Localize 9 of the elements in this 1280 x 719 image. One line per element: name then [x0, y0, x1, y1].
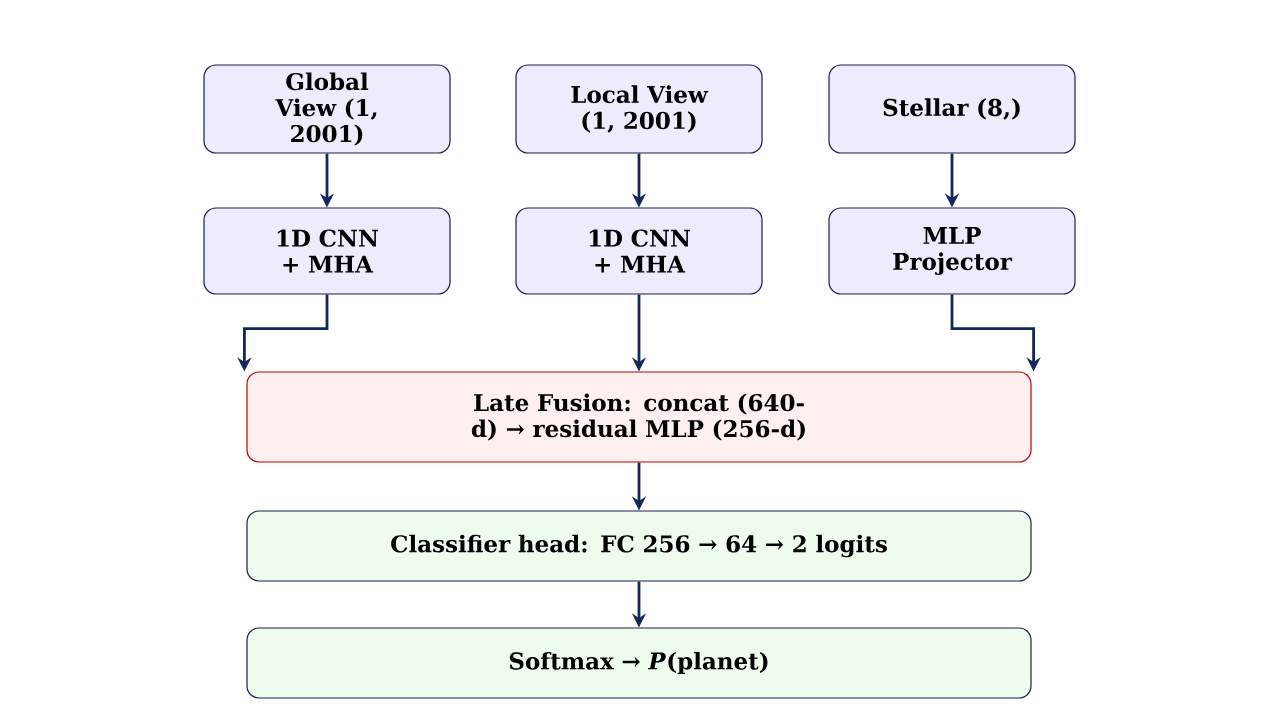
- process-box: 1D CNN + MHA: [203, 207, 451, 295]
- fusion-box: Late Fusion: concat (640-d) → residual MLP (256-d): [246, 371, 1032, 463]
- process-box: 1D CNN + MHA: [515, 207, 763, 295]
- process-box: Global View (1, 2001): [203, 64, 451, 154]
- process-box: Local View (1, 2001): [515, 64, 763, 154]
- process-box: Stellar (8,): [828, 64, 1076, 154]
- process-box: MLP Projector: [828, 207, 1076, 295]
- process-box: Softmax → P(planet): [246, 627, 1032, 699]
- process-box: Classifier head: FC 256 → 64 → 2 logits: [246, 510, 1032, 582]
